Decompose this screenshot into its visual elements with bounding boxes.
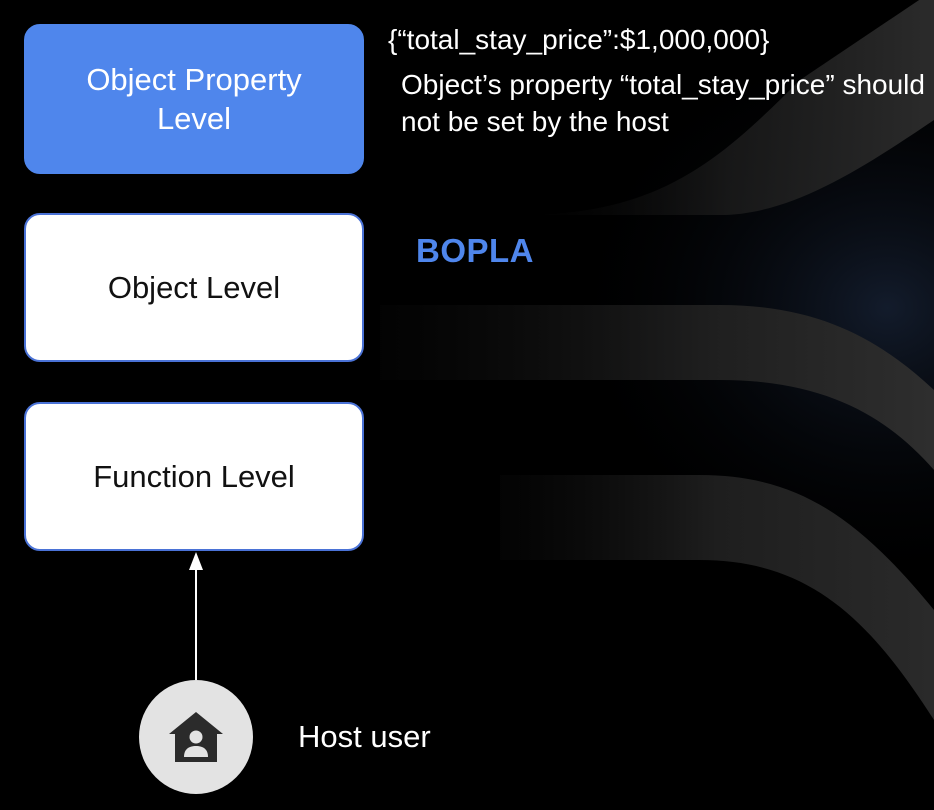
object-level-label: Object Level: [107, 270, 281, 305]
object-level-box: Object Level: [24, 213, 364, 362]
function-level-box: Function Level: [24, 402, 364, 551]
function-level-label: Function Level: [93, 459, 295, 494]
host-user-avatar: [139, 680, 253, 794]
host-user-label: Host user: [298, 719, 431, 754]
payload-json: {“total_stay_price”:$1,000,000}: [388, 24, 770, 55]
bopla-label: BOPLA: [416, 232, 534, 269]
object-property-level-label: Object Property Level: [86, 62, 302, 136]
home-person-icon: [169, 712, 223, 762]
object-property-level-box: Object Property Level: [24, 24, 364, 174]
property-note: Object’s property “total_stay_price” sho…: [401, 69, 925, 137]
